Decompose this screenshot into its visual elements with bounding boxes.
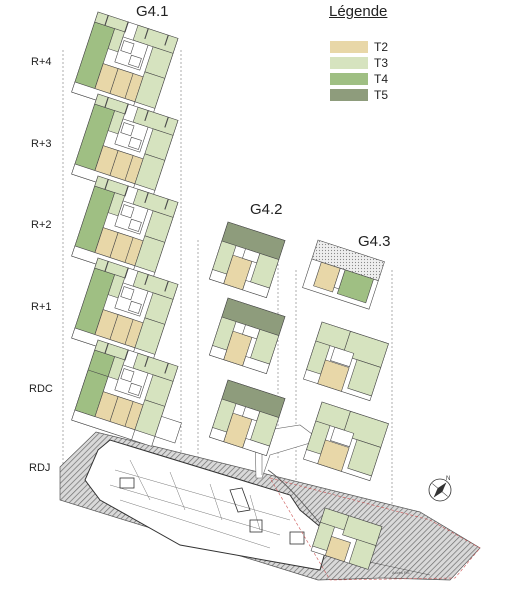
level-label-r1: R+1 <box>31 301 52 313</box>
g41-floor-plate <box>71 93 179 201</box>
building-label-g42: G4.2 <box>250 201 283 218</box>
red-outline-zone <box>269 477 481 581</box>
legend-label-t2: T2 <box>374 40 389 54</box>
g43-floor-stack <box>302 239 389 482</box>
legend-label-t5: T5 <box>374 88 389 102</box>
g42-floor-plate <box>209 297 286 374</box>
g43-floor-plate <box>303 321 389 402</box>
north-arrow-icon: N <box>428 476 452 502</box>
g42-floor-plate <box>209 379 286 456</box>
guide-lines <box>62 50 393 520</box>
legend-item-t4: T4 <box>330 72 388 86</box>
level-label-rdj: RDJ <box>29 462 51 474</box>
g43-floor-plate <box>303 401 389 482</box>
legend-swatch-t3 <box>330 57 368 69</box>
g42-floor-plate <box>209 221 286 298</box>
svg-text:N: N <box>446 476 450 482</box>
legend-item-t5: T5 <box>330 88 388 102</box>
g43-rdj-plan <box>310 507 383 570</box>
g42-floor-stack <box>209 221 286 456</box>
level-label-r3: R+3 <box>31 138 52 150</box>
level-label-r4: R+4 <box>31 56 52 68</box>
legend-label-t4: T4 <box>374 72 389 86</box>
legend-swatch-t4 <box>330 73 368 85</box>
g41-floor-stack <box>71 11 182 447</box>
building-label-g41: G4.1 <box>136 3 169 20</box>
g41-floor-plate <box>71 257 179 365</box>
g41-floor-plate <box>71 11 179 119</box>
legend-label-t3: T3 <box>374 56 389 70</box>
legend-swatch-t5 <box>330 89 368 101</box>
legend-title: Légende <box>329 3 388 20</box>
level-label-rdc: RDC <box>29 383 53 395</box>
legend-swatch-t2 <box>330 41 368 53</box>
g43-floor-plate-top <box>302 239 385 310</box>
legend-item-t3: T3 <box>330 56 388 70</box>
legend-item-t2: T2 <box>330 40 388 54</box>
level-label-r2: R+2 <box>31 219 52 231</box>
building-label-g43: G4.3 <box>358 233 391 250</box>
g41-floor-plate <box>71 175 179 283</box>
svg-text:Accès RS: Accès RS <box>392 570 410 575</box>
g41-floor-plate <box>71 339 182 447</box>
